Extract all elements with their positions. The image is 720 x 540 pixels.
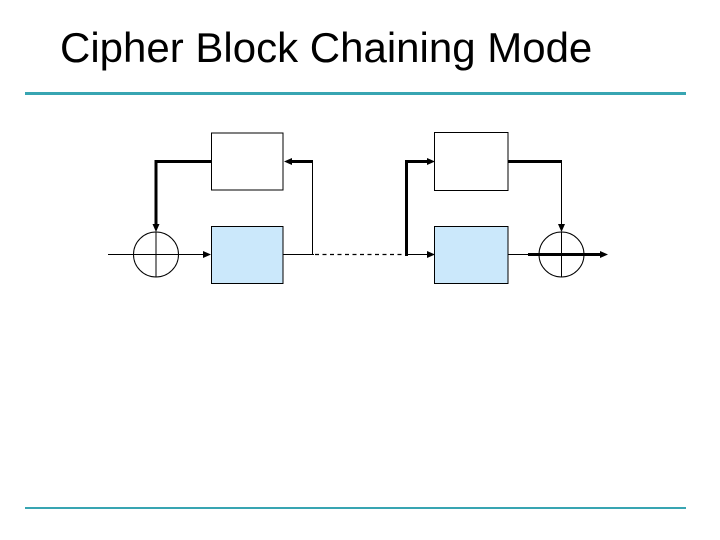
output-arrowhead-right [600, 251, 608, 258]
title-underline-rule [25, 92, 686, 95]
chain-riser-right [405, 160, 428, 256]
slide-title: Cipher Block Chaining Mode [60, 24, 593, 71]
upper-box-right-feed-arrowhead [427, 158, 435, 165]
cipher-box-right [434, 226, 509, 284]
feedback-arrowhead-left [152, 224, 160, 232]
upper-box-left [211, 132, 284, 191]
cipher-box-left [211, 226, 284, 284]
drop-arrowhead-right [558, 224, 565, 232]
footer-rule [25, 507, 686, 509]
input-arrowhead-left [203, 251, 211, 258]
upper-box-right [434, 132, 509, 191]
upper-box-left-feed-arrowhead [284, 158, 292, 165]
feedback-line-left [154, 160, 212, 226]
input-arrowhead-right [427, 251, 435, 258]
